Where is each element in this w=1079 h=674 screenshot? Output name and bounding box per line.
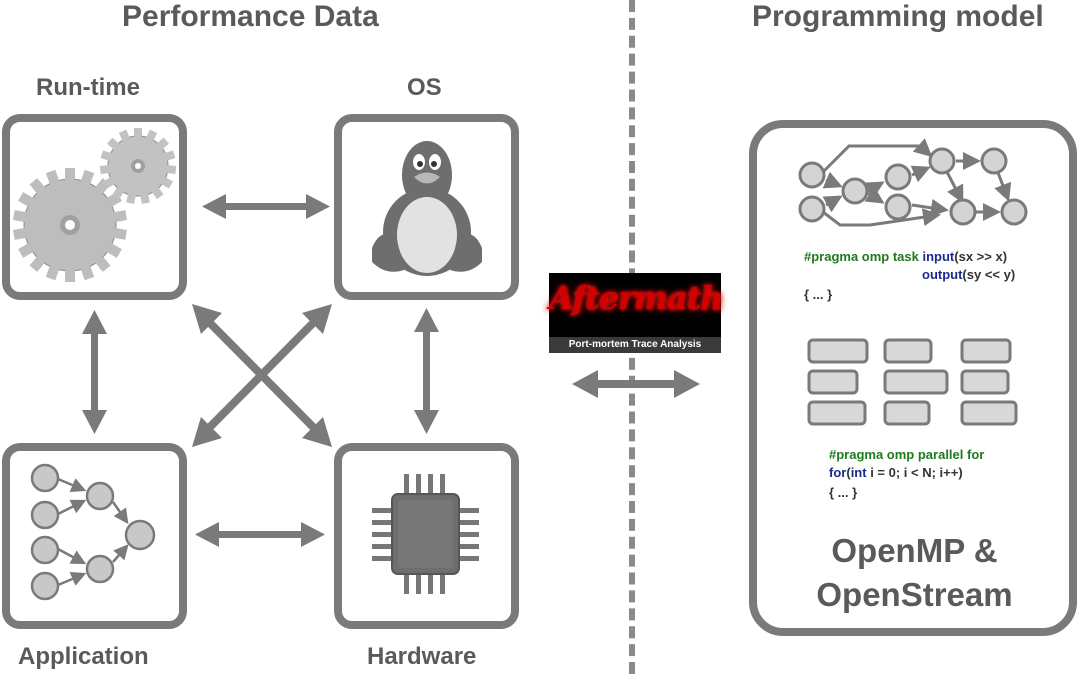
gears-icon (12, 128, 177, 282)
parallel-blocks-icon (807, 338, 1018, 426)
code-loop-line2: for(int i = 0; i < N; i++) (829, 464, 963, 482)
arrow-runtime-os (202, 194, 330, 219)
aftermath-title: Aftermath (549, 279, 724, 317)
code-text: (sy << y) (962, 267, 1016, 282)
double-arrows (82, 194, 700, 547)
code-keyword: for (829, 465, 847, 480)
arrow-runtime-application (82, 310, 107, 434)
programming-model-heading: Programming model (752, 0, 1044, 33)
hardware-label: Hardware (367, 643, 477, 670)
arrow-application-hardware (195, 522, 325, 547)
code-text: i = 0; i < N; i++) (866, 465, 963, 480)
runtime-label: Run-time (36, 74, 140, 101)
model-title-line1: OpenMP & (831, 532, 998, 569)
code-loop-line3: { ... } (829, 485, 858, 500)
dag-icon (30, 463, 156, 601)
code-task-line2: output(sy << y) (922, 266, 1015, 284)
aftermath-subtitle: Port-mortem Trace Analysis (549, 337, 721, 353)
os-label: OS (407, 74, 442, 101)
code-text: ( (846, 465, 851, 480)
code-directive: #pragma omp parallel for (829, 447, 985, 462)
application-label: Application (18, 643, 149, 670)
code-task-line3: { ... } (804, 287, 833, 302)
task-graph-icon (798, 138, 1028, 227)
penguin-icon (372, 141, 482, 276)
chip-icon (372, 474, 479, 594)
code-keyword: output (922, 267, 963, 282)
arrow-aftermath-model (572, 370, 700, 398)
code-keyword: input (922, 249, 955, 264)
arrow-os-hardware (414, 308, 439, 434)
code-text: (sx >> x) (954, 249, 1008, 264)
arrow-os-application (192, 304, 332, 447)
code-directive: #pragma omp task (804, 249, 919, 264)
model-title-line2: OpenStream (816, 576, 1013, 613)
code-loop-line1: #pragma omp parallel for (829, 446, 984, 464)
performance-data-heading: Performance Data (122, 0, 379, 33)
aftermath-logo: Aftermath Port-mortem Trace Analysis (549, 273, 724, 353)
code-keyword: int (850, 465, 867, 480)
code-task-line1: #pragma omp task input(sx >> x) (804, 248, 1007, 266)
